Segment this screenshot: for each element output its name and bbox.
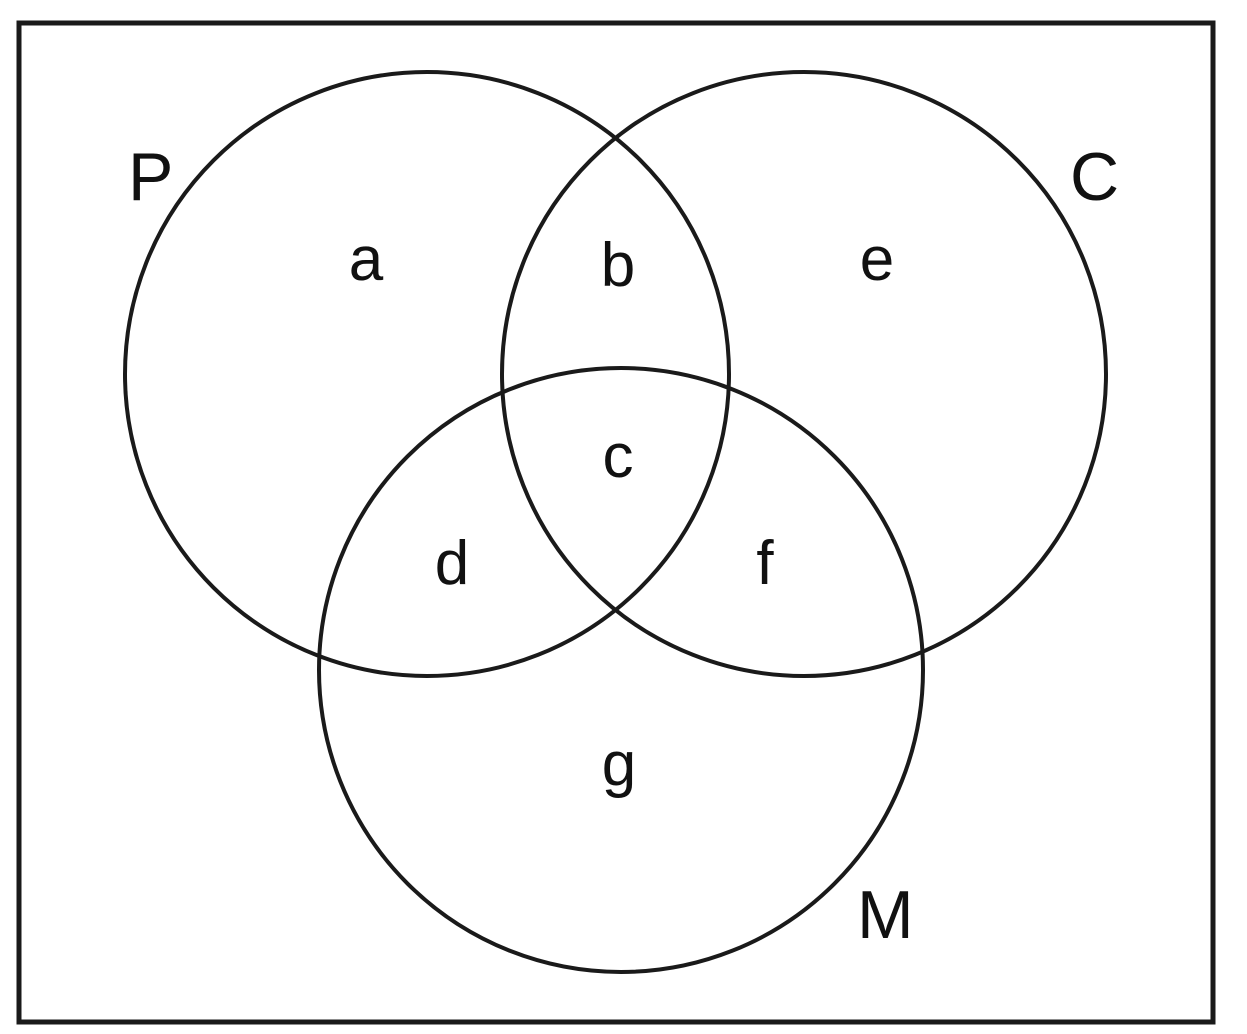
region-label-b: b — [601, 231, 635, 300]
circle-p — [123, 70, 731, 678]
region-label-e: e — [860, 225, 894, 294]
region-label-g: g — [602, 730, 636, 799]
circle-m — [317, 366, 925, 974]
circle-c — [500, 70, 1108, 678]
region-label-a: a — [349, 225, 384, 294]
region-label-c: c — [603, 422, 634, 491]
set-label-c: C — [1070, 139, 1119, 215]
region-label-d: d — [435, 529, 469, 598]
region-label-f: f — [756, 529, 774, 598]
set-label-p: P — [128, 139, 173, 215]
set-label-m: M — [857, 877, 914, 953]
universal-set-frame — [16, 20, 1216, 1025]
